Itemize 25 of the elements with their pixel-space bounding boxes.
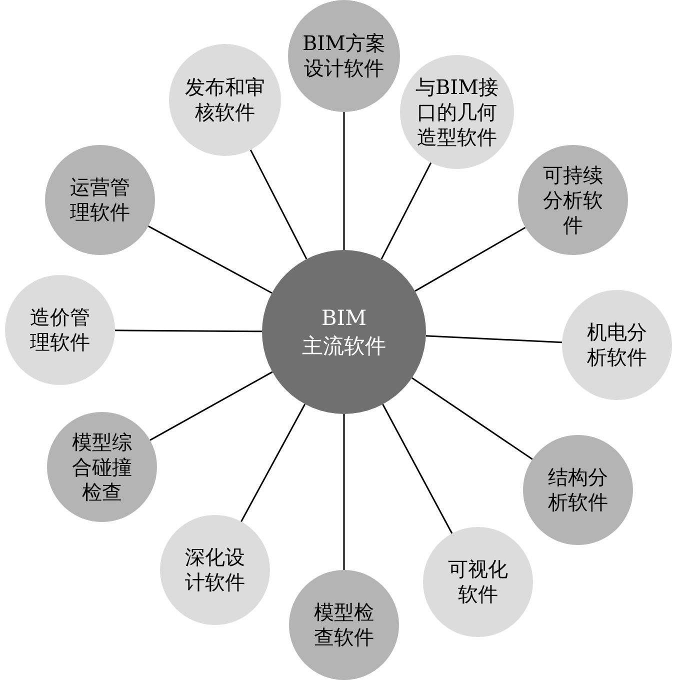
connector-line <box>380 162 432 260</box>
connector-line <box>412 377 533 460</box>
circle-label: 可持续分析软件 <box>542 162 604 238</box>
connector-line <box>426 335 562 344</box>
circle-label: BIM方案设计软件 <box>302 31 386 81</box>
connector-line <box>382 404 453 534</box>
connector-line <box>148 226 272 294</box>
connector-line <box>150 371 273 441</box>
circle-label: 机电分析软件 <box>586 320 648 370</box>
circle-label: 模型综合碰撞检查 <box>71 430 133 504</box>
circle-label: 模型检查软件 <box>313 600 375 650</box>
connector-line <box>115 330 262 332</box>
connector-line <box>250 149 308 260</box>
circle-label: 造价管理软件 <box>29 305 91 355</box>
connector-line <box>240 404 306 522</box>
circle-label: BIM 主流软件 <box>301 305 387 360</box>
circle-label: 运营管理软件 <box>69 175 131 225</box>
connector-line <box>414 226 526 292</box>
circle-label: 结构分析软件 <box>547 465 609 515</box>
connector-line <box>343 112 345 250</box>
circle-label: 与BIM接口的几何造型软件 <box>415 74 499 150</box>
circle-label: 可视化软件 <box>447 557 509 607</box>
connector-line <box>343 414 345 570</box>
circle-label: 发布和审核软件 <box>184 75 266 125</box>
circle-label: 深化设计软件 <box>184 545 246 595</box>
